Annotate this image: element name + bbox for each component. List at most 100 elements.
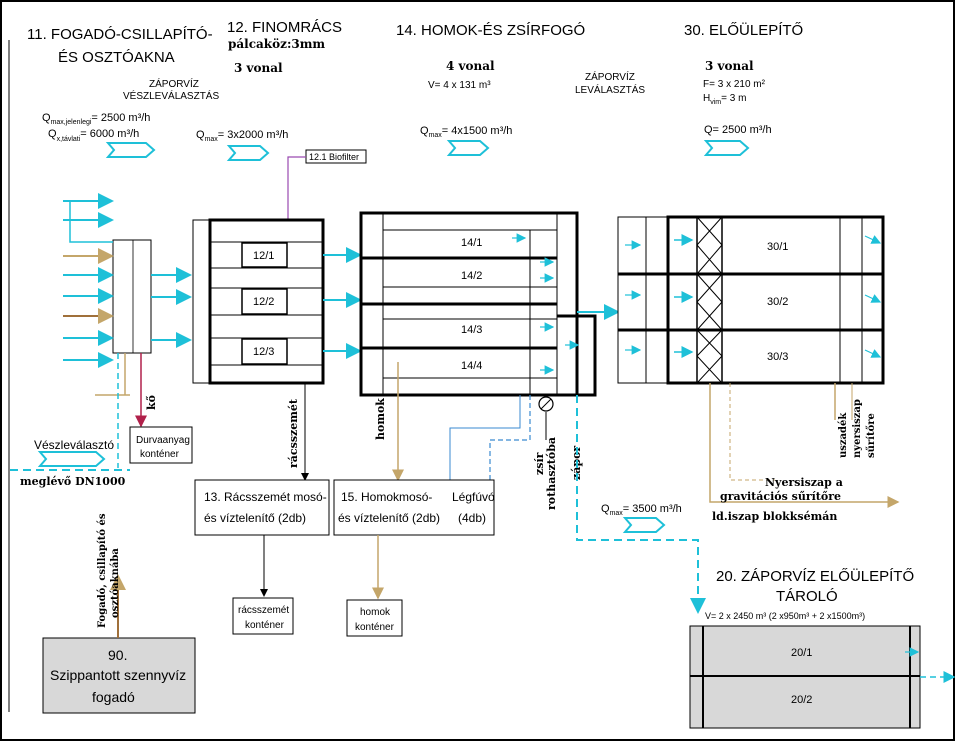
scraper-x-3	[696, 329, 723, 384]
coarse-container	[129, 426, 193, 464]
fogado-note-2: osztóaknába	[110, 548, 121, 618]
raw-sludge-note-1: Nyersiszap a	[765, 476, 843, 489]
q30: Q= 2500 m³/h	[704, 124, 772, 136]
zaporviz-2a: ZÁPORVÍZ	[585, 70, 635, 83]
label-30-3: 30/3	[767, 351, 788, 363]
pr-out-3	[864, 349, 882, 358]
ko-label: kő	[145, 395, 158, 410]
label-14-1: 14/1	[461, 237, 482, 249]
qmax-future: Qx,távlati= 6000 m³/h	[48, 128, 139, 143]
zaporviz-1b: VÉSZLEVÁLASZTÁS	[123, 89, 219, 102]
s14-volume: V= 4 x 131 m³	[428, 80, 491, 91]
biofilter-duct	[287, 156, 306, 220]
flow-tag-11	[105, 142, 156, 158]
raw-sludge-line-2	[729, 383, 775, 481]
s20-volume: V= 2 x 2450 m³ (2 x950m³ + 2 x1500m³)	[705, 611, 865, 621]
meglevo-label: meglévő DN1000	[20, 475, 126, 488]
air-line-2	[449, 395, 521, 482]
s12-lines: 3 vonal	[234, 61, 283, 75]
label-20-2: 20/2	[791, 694, 812, 706]
flow-tag-14	[446, 140, 490, 156]
raw-sludge-line	[709, 383, 900, 508]
label-12-3: 12/3	[253, 346, 274, 358]
s30-lines: 3 vonal	[705, 59, 754, 73]
inlet-bends	[69, 200, 113, 243]
grease-channel	[557, 314, 597, 397]
zsir-label: zsír	[533, 452, 546, 475]
zaporviz-2b: LEVÁLASZTÁS	[575, 83, 645, 96]
s14-title: 14. HOMOK-ÉS ZSÍRFOGÓ	[396, 22, 585, 39]
uszadek-label: uszadék	[838, 412, 849, 458]
label-30-1: 30/1	[767, 241, 788, 253]
air-line	[489, 395, 531, 482]
s20-title-1: 20. ZÁPORVÍZ ELŐÜLEPÍTŐ	[716, 567, 914, 585]
sand-container-l2: konténer	[355, 622, 395, 633]
nyersiszap-v-label: nyersiszap	[852, 399, 863, 458]
label-14-3: 14/3	[461, 324, 482, 336]
blower-l2: (4db)	[458, 511, 486, 525]
label-30-2: 30/2	[767, 296, 788, 308]
box-15-l1: 15. Homokmosó-	[341, 490, 432, 504]
fogado-note-1: Fogadó, csillapító és	[97, 513, 108, 628]
box-90-l3: fogadó	[92, 689, 135, 705]
coarse-container-l1: Durvaanyag	[136, 435, 190, 446]
s11-title-1: 11. FOGADÓ-CSILLAPÍTÓ-	[27, 26, 213, 43]
sand-container-l1: homok	[360, 607, 391, 618]
blower-icon-bar	[540, 398, 552, 410]
flow-tag-20	[622, 517, 666, 533]
coarse-container-l2: konténer	[140, 449, 180, 460]
zaporviz-1a: ZÁPORVÍZ	[149, 77, 199, 90]
primary-outer	[617, 216, 884, 384]
s30-title: 30. ELŐÜLEPÍTŐ	[684, 21, 803, 39]
screen-unit-12-2	[241, 288, 288, 315]
s12-title: 12. FINOMRÁCS	[227, 19, 342, 36]
box-90	[42, 637, 196, 714]
raw-sludge-note-3: ld.iszap blokksémán	[712, 510, 837, 523]
screenings-container	[232, 597, 294, 635]
q20: Qmax= 3500 m³/h	[601, 503, 682, 517]
box-90-l1: 90.	[108, 647, 127, 663]
racsszemet-label: rácsszemét	[287, 398, 300, 468]
veszlevalaszto-label: Vészleválasztó	[34, 438, 114, 452]
q12: Qmax= 3x2000 m³/h	[196, 129, 288, 143]
box-13	[194, 479, 330, 536]
biofilter-label: 12.1 Biofilter	[309, 152, 359, 162]
q14: Qmax= 4x1500 m³/h	[420, 125, 512, 139]
blower-l1: Légfúvó	[452, 490, 495, 504]
screenings-container-l2: konténer	[245, 620, 285, 631]
sand-container	[346, 599, 403, 637]
scraper-x-1	[696, 216, 723, 275]
s30-depth: Hvim= 3 m	[703, 93, 746, 106]
distribution-chamber	[112, 239, 152, 354]
flow-tag-vesz	[37, 451, 106, 467]
s14-lines: 4 vonal	[446, 59, 495, 73]
storm-line	[576, 395, 706, 614]
rothaszto-label: rothasztóba	[545, 437, 558, 510]
scraper-x-2	[696, 273, 723, 331]
screen-unit-12-3	[241, 338, 288, 365]
box-13-l2: és víztelenítő (2db)	[204, 511, 306, 525]
label-12-2: 12/2	[253, 296, 274, 308]
label-14-4: 14/4	[461, 360, 482, 372]
pr-out-2	[864, 294, 882, 303]
box-15-l2: és víztelenítő (2db)	[338, 511, 440, 525]
box-90-l2: Szippantott szennyvíz	[50, 667, 186, 683]
primary-body	[666, 215, 885, 385]
label-12-1: 12/1	[253, 250, 274, 262]
label-20-1: 20/1	[791, 647, 812, 659]
qmax-current: Qmax,jelenlegi= 2500 m³/h	[42, 112, 150, 126]
s11-title-2: ÉS OSZTÓAKNA	[58, 49, 175, 66]
screen-unit-12-1	[241, 242, 288, 268]
fine-screen-body	[208, 218, 325, 385]
raw-sludge-note-2: gravitációs sűrítőre	[720, 490, 841, 503]
s12-spacing: pálcaköz:3mm	[228, 37, 325, 51]
screenings-container-l1: rácsszemét	[238, 605, 289, 616]
flow-tag-30	[703, 140, 750, 156]
pr-out-1	[864, 235, 882, 244]
homok-label: homok	[374, 398, 387, 440]
box-15	[333, 479, 495, 536]
flow-tag-12	[226, 145, 270, 161]
s20-title-2: TÁROLÓ	[776, 588, 838, 605]
